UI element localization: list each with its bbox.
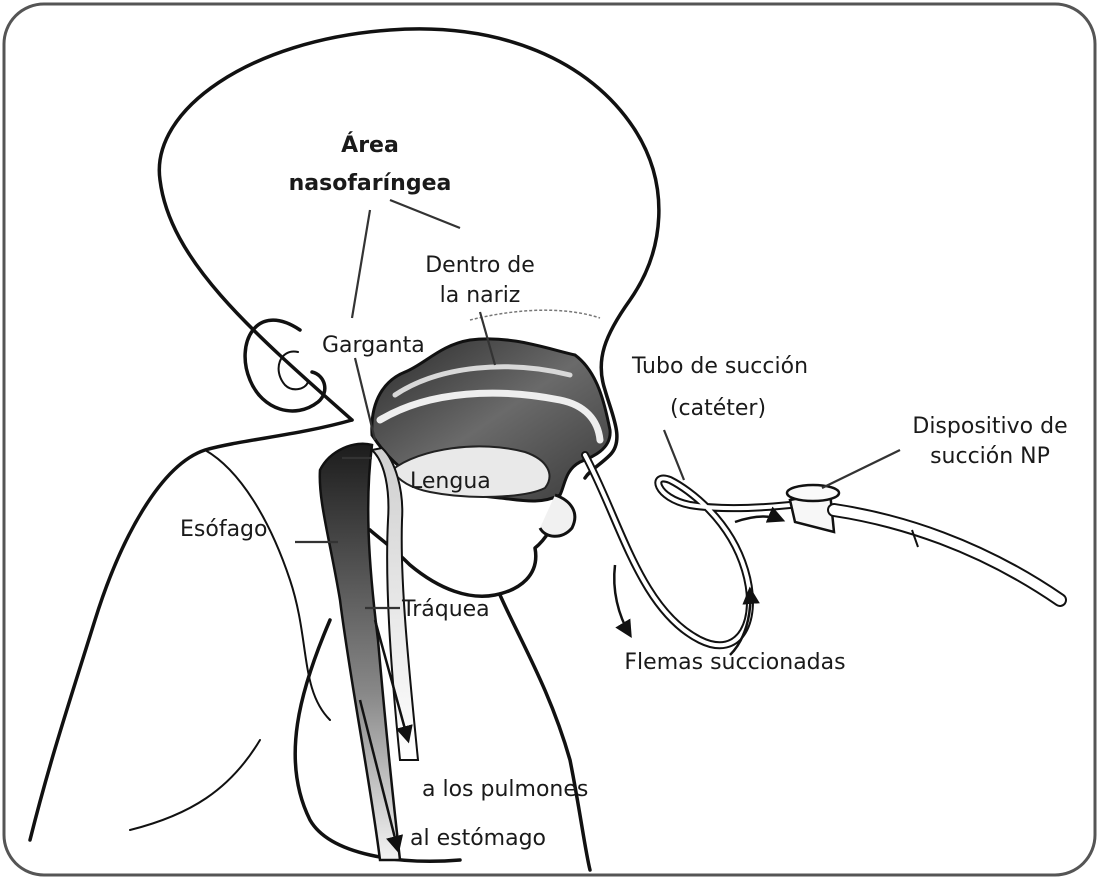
label-inside-nose-line1: Dentro de [425, 253, 535, 278]
label-device-line1: Dispositivo de [912, 414, 1067, 439]
label-tube-line1: Tubo de succión [631, 354, 808, 379]
label-mucus: Flemas succionadas [624, 650, 845, 675]
label-to-lungs: a los pulmones [422, 777, 588, 802]
label-nasopharynx-line2: nasofaríngea [289, 171, 452, 196]
label-inside-nose-line2: la nariz [440, 283, 521, 308]
label-throat: Garganta [322, 333, 425, 358]
label-esophagus: Esófago [180, 517, 267, 542]
label-trachea: Tráquea [401, 597, 490, 622]
label-device-line2: succión NP [930, 444, 1050, 469]
label-nasopharynx-line1: Área [341, 132, 399, 158]
label-tongue: Lengua [410, 469, 491, 494]
label-tube-line2: (catéter) [670, 396, 766, 421]
label-to-stomach: al estómago [410, 826, 546, 851]
